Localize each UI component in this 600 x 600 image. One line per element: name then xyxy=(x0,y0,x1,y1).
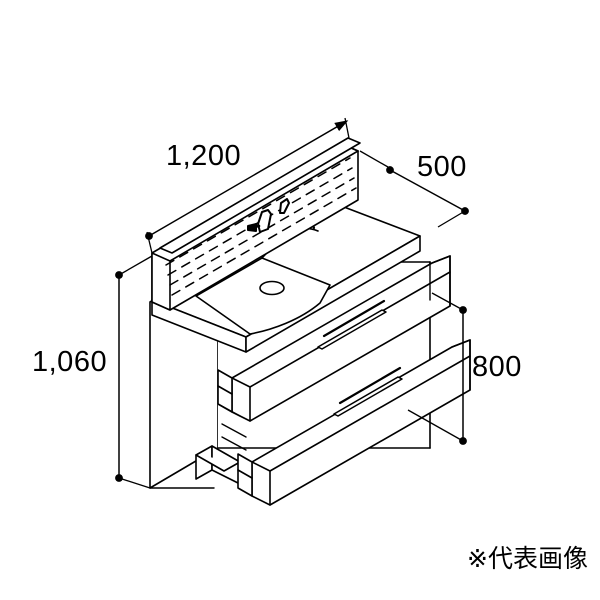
dimension-label-depth: 500 xyxy=(417,151,467,183)
dimension-width-1200 xyxy=(145,117,350,254)
toe-kick xyxy=(195,445,241,485)
drawer-rail-detail xyxy=(217,403,247,451)
dimension-label-width: 1,200 xyxy=(166,140,242,172)
dimension-label-cabinet-height: 800 xyxy=(472,351,522,383)
drain-hole xyxy=(259,280,285,296)
drawer-upper-handle xyxy=(317,299,387,350)
dimension-lines xyxy=(115,117,469,489)
drawer-lower-glide xyxy=(237,453,253,497)
drawer-lower-handle xyxy=(333,366,403,417)
dimension-label-total-height: 1,060 xyxy=(32,346,108,378)
representative-image-caption: ※代表画像 xyxy=(467,544,588,573)
dimension-cabinet-height-800 xyxy=(407,292,467,445)
dimension-total-height-1060 xyxy=(115,255,153,489)
dimension-depth-500 xyxy=(359,150,469,228)
drawer-lower xyxy=(251,339,471,506)
